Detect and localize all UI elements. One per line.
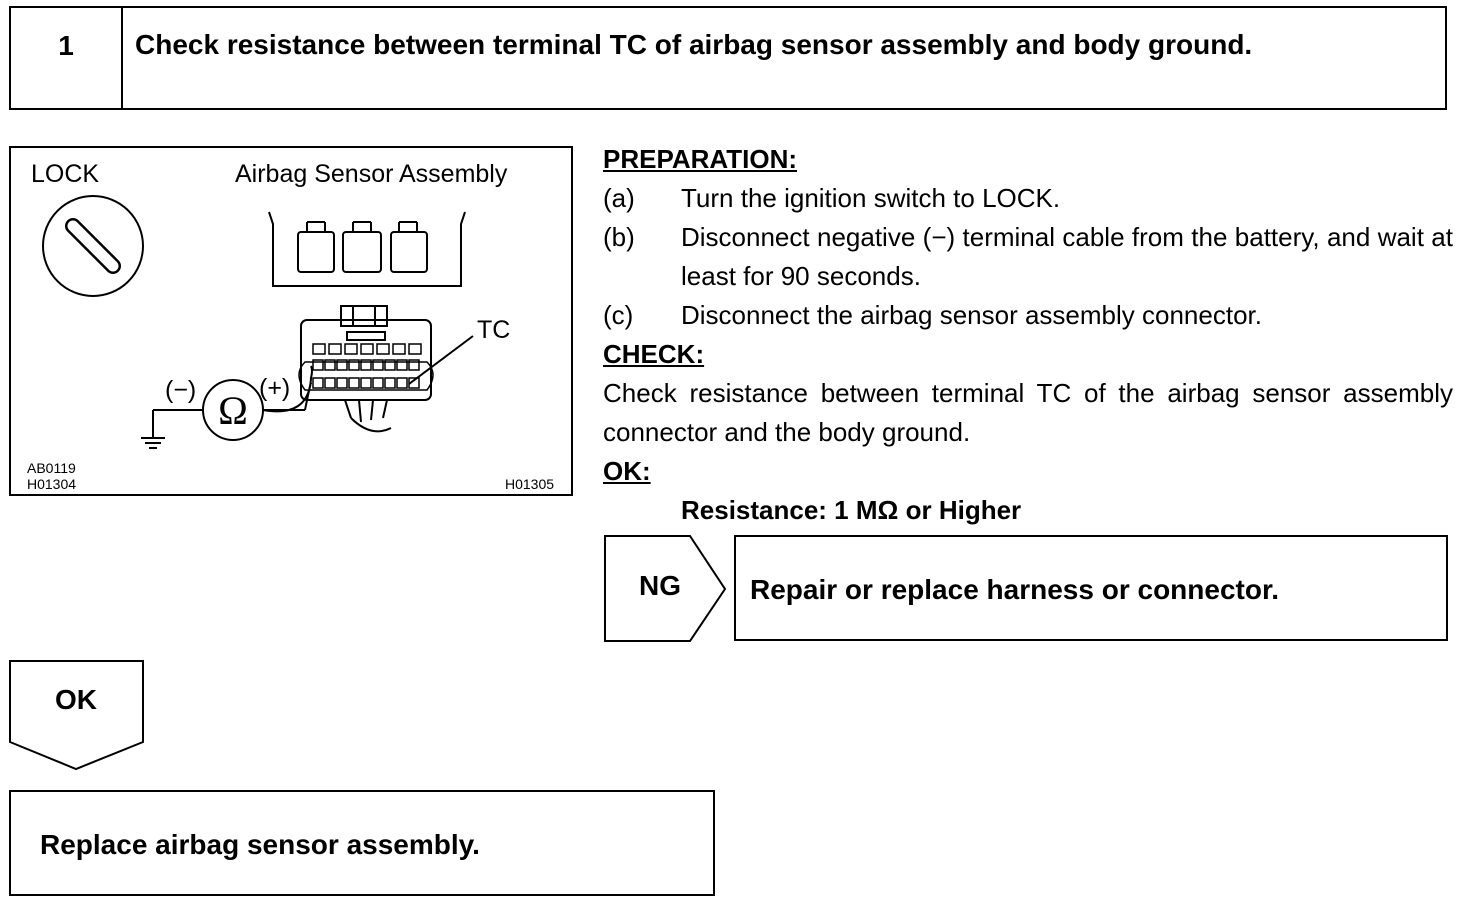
procedure-content: PREPARATION: (a) Turn the ignition switc… [603, 140, 1453, 530]
ohmmeter-icon [152, 365, 313, 441]
check-heading: CHECK: [603, 339, 705, 369]
ohm-symbol: Ω [218, 388, 248, 433]
probe-region-icon [298, 361, 434, 391]
ng-arrow-box [604, 535, 727, 642]
key-slot-icon [65, 218, 121, 274]
ok-heading: OK: [603, 456, 651, 486]
ng-action-box: Repair or replace harness or connector. [734, 535, 1448, 641]
ground-icon [141, 437, 165, 449]
lock-label: LOCK [31, 160, 100, 188]
connector-icon [300, 305, 432, 433]
preparation-item: (a) Turn the ignition switch to LOCK. [603, 179, 1453, 218]
tc-leader-line [408, 335, 474, 385]
item-label: (c) [603, 300, 634, 330]
resistance-spec: Resistance: 1 MΩ or Higher [681, 495, 1022, 525]
plus-terminal-label: (+) [259, 374, 291, 402]
preparation-heading: PREPARATION: [603, 144, 798, 174]
connector-diagram: Ω [42, 195, 474, 449]
figure-code-2: H01304 [27, 476, 77, 492]
step-number: 1 [11, 8, 123, 108]
figure-code-3: H01305 [505, 476, 555, 492]
item-label: (b) [603, 222, 635, 252]
wiring-illustration: Ω LOCK Airbag Sensor Assembly TC (−) (+)… [9, 146, 573, 496]
ok-arrow-box [9, 660, 144, 771]
figure-code-1: AB0119 [27, 460, 76, 476]
preparation-item: (c) Disconnect the airbag sensor assembl… [603, 296, 1453, 335]
preparation-item: (b) Disconnect negative (−) terminal cab… [603, 218, 1453, 296]
check-text: Check resistance between terminal TC of … [603, 378, 1453, 447]
ok-action-box: Replace airbag sensor assembly. [9, 790, 715, 896]
step-title: Check resistance between terminal TC of … [135, 29, 1253, 60]
minus-terminal-label: (−) [165, 376, 197, 404]
item-text: Disconnect negative (−) terminal cable f… [681, 222, 1453, 291]
step-header: 1 Check resistance between terminal TC o… [9, 6, 1447, 110]
item-text: Turn the ignition switch to LOCK. [681, 183, 1061, 213]
item-label: (a) [603, 183, 635, 213]
tc-terminal-label: TC [477, 316, 511, 344]
sensor-housing-icon [268, 211, 466, 287]
ok-label: OK [55, 684, 97, 715]
ng-label: NG [639, 570, 681, 601]
ignition-key-icon [42, 195, 144, 297]
item-text: Disconnect the airbag sensor assembly co… [681, 300, 1262, 330]
sensor-assembly-label: Airbag Sensor Assembly [235, 160, 508, 188]
